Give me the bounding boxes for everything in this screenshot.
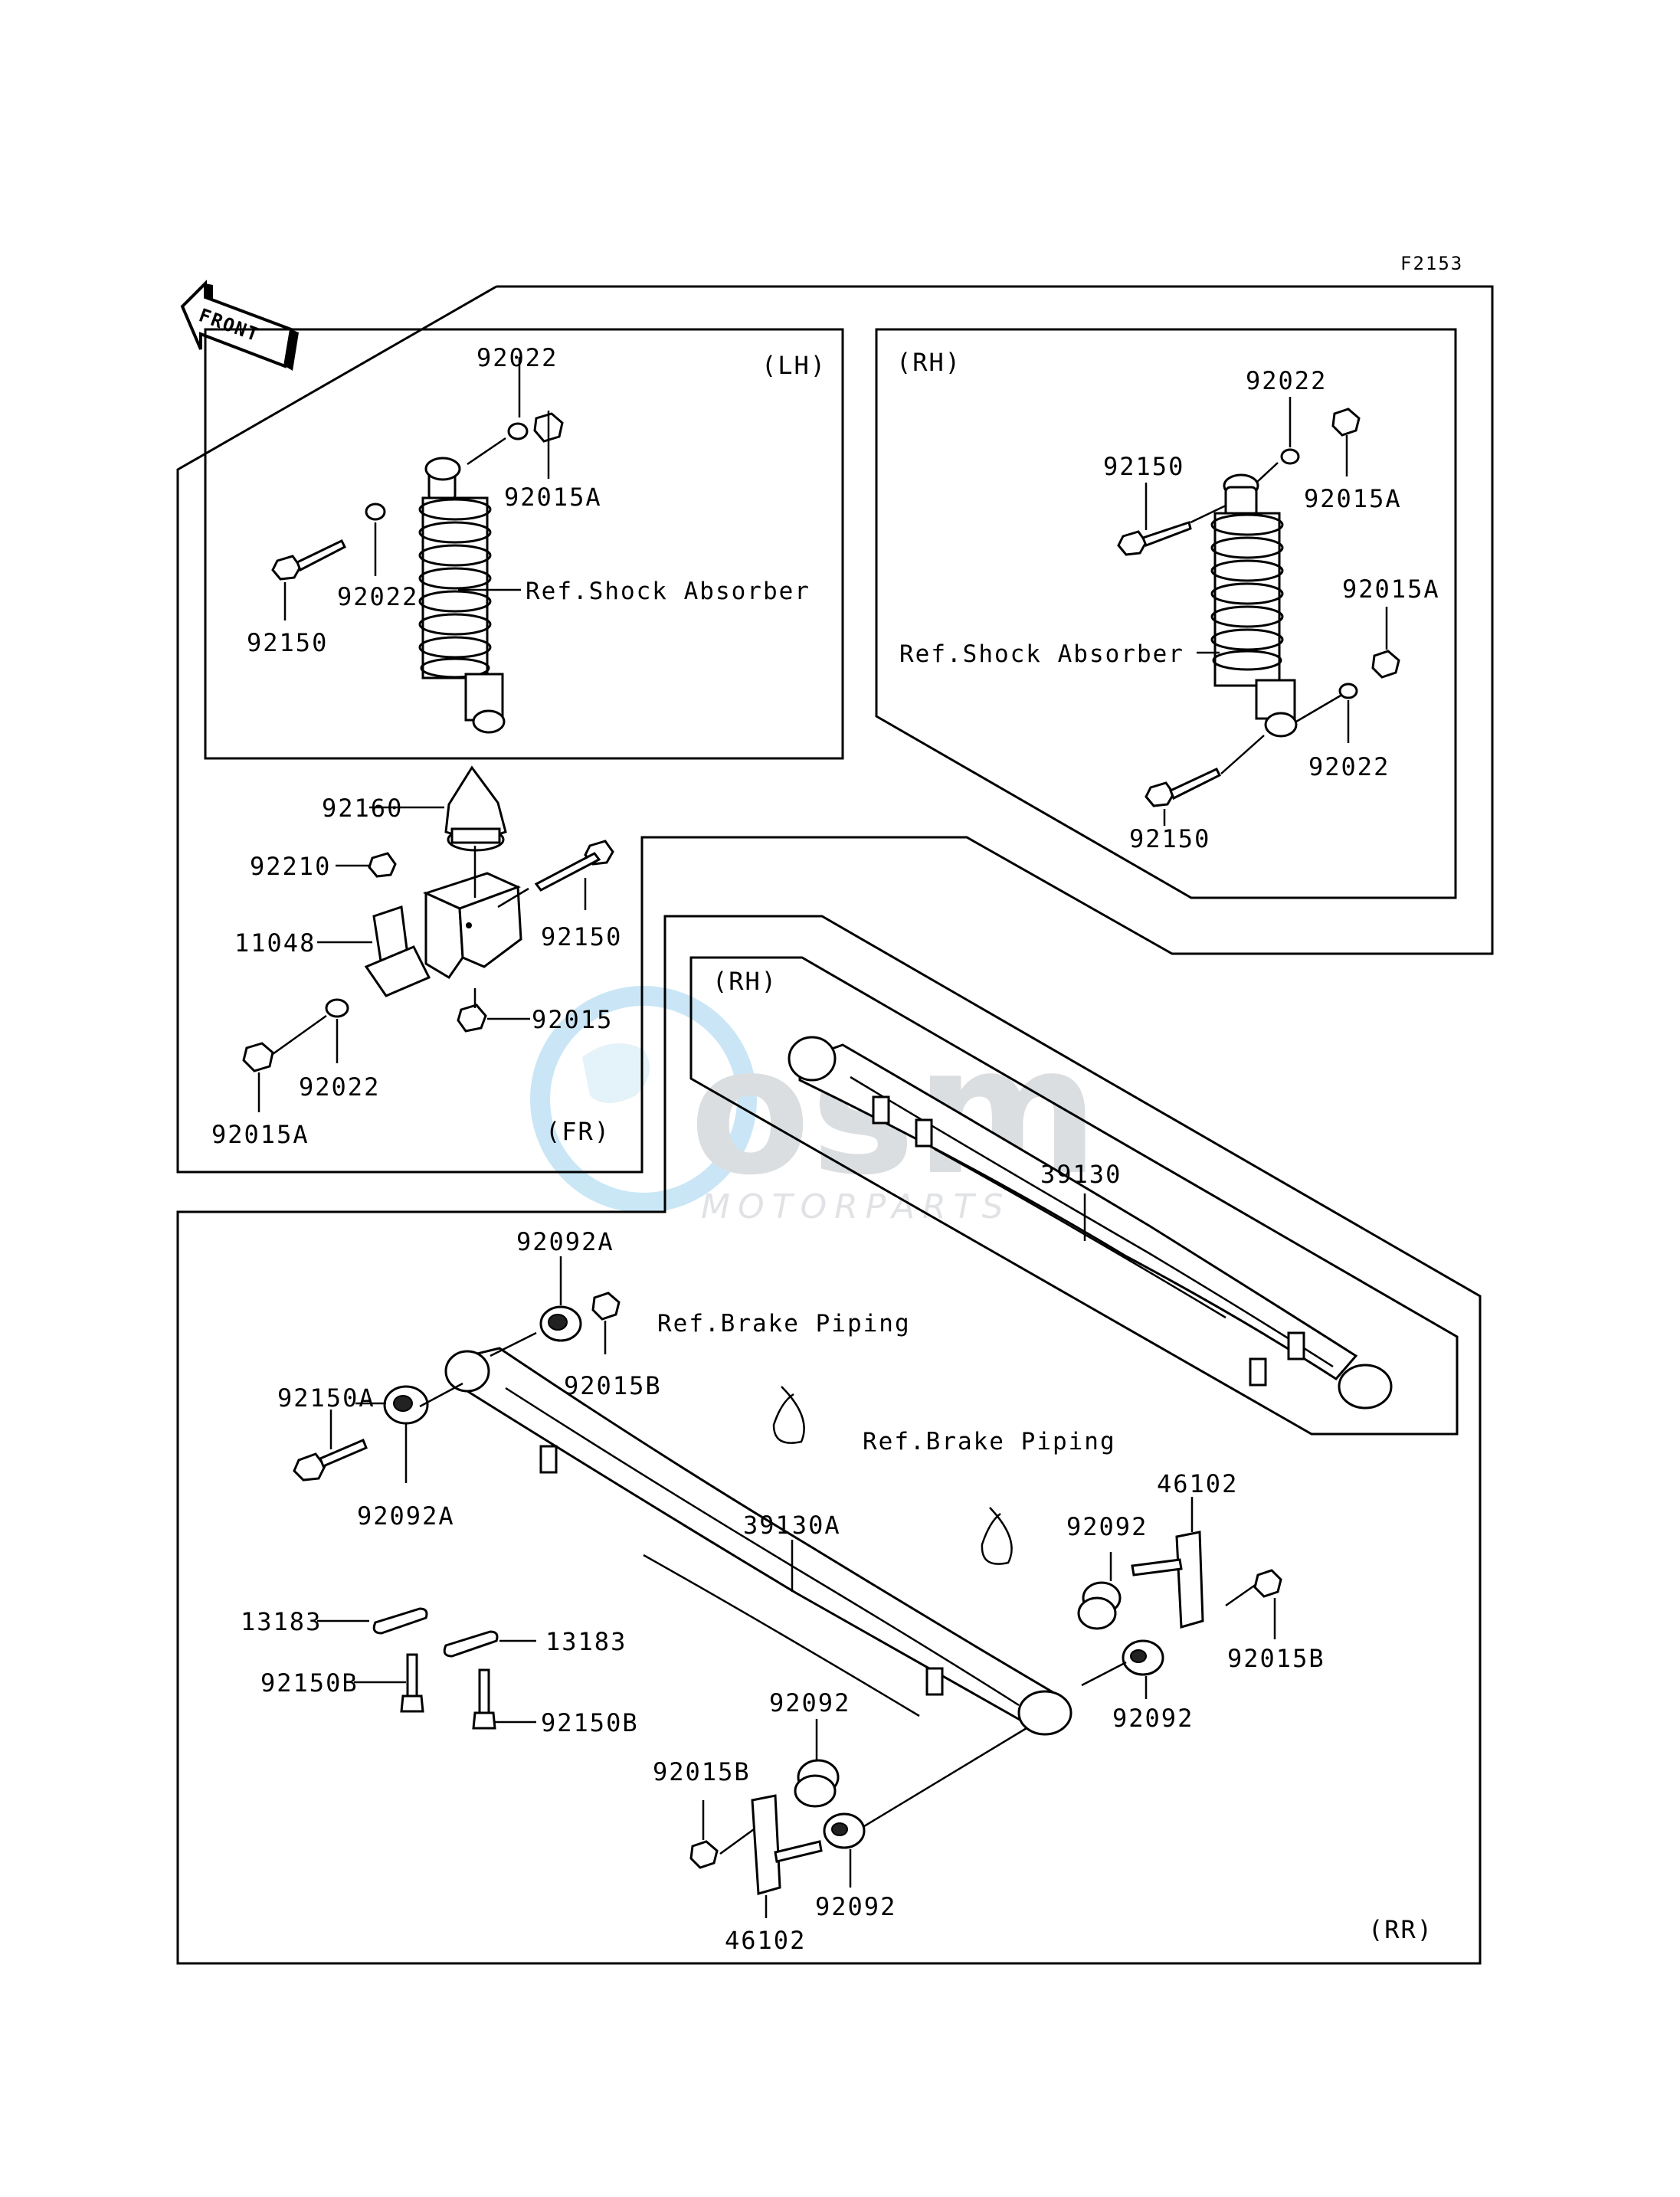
fr-bracket bbox=[364, 872, 522, 997]
rr-label-bushing-left: 92092A bbox=[357, 1501, 455, 1531]
rr-plate-2 bbox=[443, 1630, 499, 1658]
fr-label-nut: 92015 bbox=[532, 1005, 613, 1034]
rr-label-bolt-b1: 92150B bbox=[260, 1668, 359, 1698]
rr-bushing-r1 bbox=[1077, 1581, 1122, 1630]
fr-label-nut-a: 92015A bbox=[211, 1120, 309, 1149]
lh-bolt bbox=[271, 539, 347, 581]
fr-label-washer: 92022 bbox=[299, 1072, 380, 1102]
lh-washer-top bbox=[507, 422, 529, 440]
group-label-rh-shock: (RH) bbox=[896, 348, 961, 377]
rr-label-brake-ref-1: Ref.Brake Piping bbox=[657, 1310, 911, 1338]
rr-label-plate-2: 13183 bbox=[545, 1627, 627, 1656]
lh-shock-frame bbox=[204, 328, 844, 760]
rr-label-bushing-r2: 92092 bbox=[1112, 1704, 1194, 1733]
front-arrow-icon: FRONT bbox=[180, 280, 299, 371]
group-label-lh: (LH) bbox=[761, 351, 827, 380]
rh-leaf-spring bbox=[788, 1036, 1393, 1410]
rr-label-bolt-a: 92150A bbox=[277, 1383, 375, 1413]
rh-bolt-top bbox=[1117, 521, 1192, 556]
fr-nut bbox=[457, 1004, 487, 1033]
rh-nut-mid bbox=[1371, 650, 1400, 679]
rr-label-bolt-b2: 92150B bbox=[541, 1708, 639, 1737]
rr-leaf-spring bbox=[444, 1347, 1073, 1736]
rh-label-washer-top: 92022 bbox=[1246, 366, 1327, 395]
rh-spring-label: 39130 bbox=[1040, 1160, 1122, 1189]
rr-bushing-r2 bbox=[1122, 1639, 1164, 1676]
rr-label-nut-left: 92015B bbox=[653, 1757, 751, 1786]
rh-bolt-bottom bbox=[1145, 768, 1222, 807]
rr-bolt-a bbox=[293, 1439, 368, 1482]
rr-bolt-b2 bbox=[472, 1668, 496, 1730]
rh-label-nut-top: 92015A bbox=[1304, 484, 1402, 513]
lh-washer-mid bbox=[365, 503, 386, 521]
fr-stopper bbox=[444, 765, 507, 852]
rr-shackle-top bbox=[1131, 1531, 1204, 1629]
rh-nut-top bbox=[1331, 408, 1361, 437]
lh-label-washer-top: 92022 bbox=[476, 343, 558, 372]
rh-shock-absorber bbox=[1210, 473, 1298, 738]
rr-bolt-b1 bbox=[400, 1653, 424, 1713]
rr-label-bushing-low2: 92092 bbox=[815, 1892, 896, 1921]
rr-label-bushing-r1: 92092 bbox=[1066, 1512, 1148, 1541]
rr-bushing-top bbox=[539, 1305, 582, 1342]
rr-nut-left bbox=[689, 1840, 719, 1869]
front-group-frame bbox=[176, 285, 1494, 1174]
rh-shock-frame bbox=[875, 328, 1457, 899]
rh-label-ref-shock: Ref.Shock Absorber bbox=[899, 640, 1184, 668]
rh-washer-bottom bbox=[1338, 683, 1358, 699]
rr-bushing-low1 bbox=[794, 1759, 840, 1808]
group-label-rr: (RR) bbox=[1368, 1915, 1433, 1944]
rh-label-washer-bottom: 92022 bbox=[1308, 752, 1390, 781]
fr-bolt bbox=[534, 840, 614, 892]
rh-label-bolt-bottom: 92150 bbox=[1129, 824, 1210, 853]
rr-brake-clip-1 bbox=[772, 1386, 805, 1444]
fr-label-bolt: 92150 bbox=[541, 922, 622, 951]
fr-label-bracket: 11048 bbox=[234, 928, 316, 958]
watermark-globe-icon bbox=[530, 986, 757, 1213]
fr-label-nut-small: 92210 bbox=[250, 852, 331, 881]
lh-label-bolt: 92150 bbox=[247, 628, 328, 657]
rr-nut-right bbox=[1253, 1569, 1282, 1598]
rr-bushing-low2 bbox=[823, 1812, 866, 1849]
lh-label-ref-shock: Ref.Shock Absorber bbox=[526, 578, 811, 605]
fr-label-stopper: 92160 bbox=[322, 794, 403, 823]
rr-label-brake-ref-2: Ref.Brake Piping bbox=[863, 1428, 1116, 1455]
lh-label-washer-mid: 92022 bbox=[337, 582, 418, 611]
group-label-rh-spring: (RH) bbox=[712, 967, 778, 996]
rear-group-frame bbox=[176, 915, 1482, 1965]
rr-brake-clip-2 bbox=[981, 1507, 1013, 1565]
figure-code: F2153 bbox=[1400, 253, 1463, 274]
rh-label-nut-mid: 92015A bbox=[1342, 575, 1440, 604]
fr-nut-a bbox=[242, 1042, 274, 1072]
rr-label-bushing-low1: 92092 bbox=[769, 1688, 850, 1717]
rr-label-nut-right: 92015B bbox=[1227, 1644, 1325, 1673]
lh-label-nut-top: 92015A bbox=[504, 483, 602, 512]
rh-washer-top bbox=[1280, 448, 1300, 465]
rr-label-plate-1: 13183 bbox=[241, 1607, 322, 1636]
rh-label-bolt-top: 92150 bbox=[1103, 452, 1184, 481]
rr-label-shackle-top: 46102 bbox=[1157, 1469, 1238, 1498]
rr-nut-top bbox=[591, 1292, 621, 1321]
rr-plate-1 bbox=[372, 1607, 428, 1635]
fr-washer bbox=[325, 998, 349, 1018]
rr-label-nut-top: 92015B bbox=[564, 1371, 662, 1400]
fr-nut-small bbox=[368, 852, 397, 878]
lh-shock-absorber bbox=[418, 457, 506, 734]
rr-label-spring: 39130A bbox=[743, 1511, 841, 1540]
group-label-fr: (FR) bbox=[545, 1117, 611, 1146]
rr-label-shackle-bottom: 46102 bbox=[725, 1926, 806, 1955]
rr-shackle-bottom bbox=[751, 1794, 823, 1895]
rh-spring-frame bbox=[689, 956, 1459, 1436]
watermark-subtitle: MOTORPARTS bbox=[701, 1187, 1011, 1226]
rr-label-bushing-top: 92092A bbox=[516, 1227, 614, 1256]
